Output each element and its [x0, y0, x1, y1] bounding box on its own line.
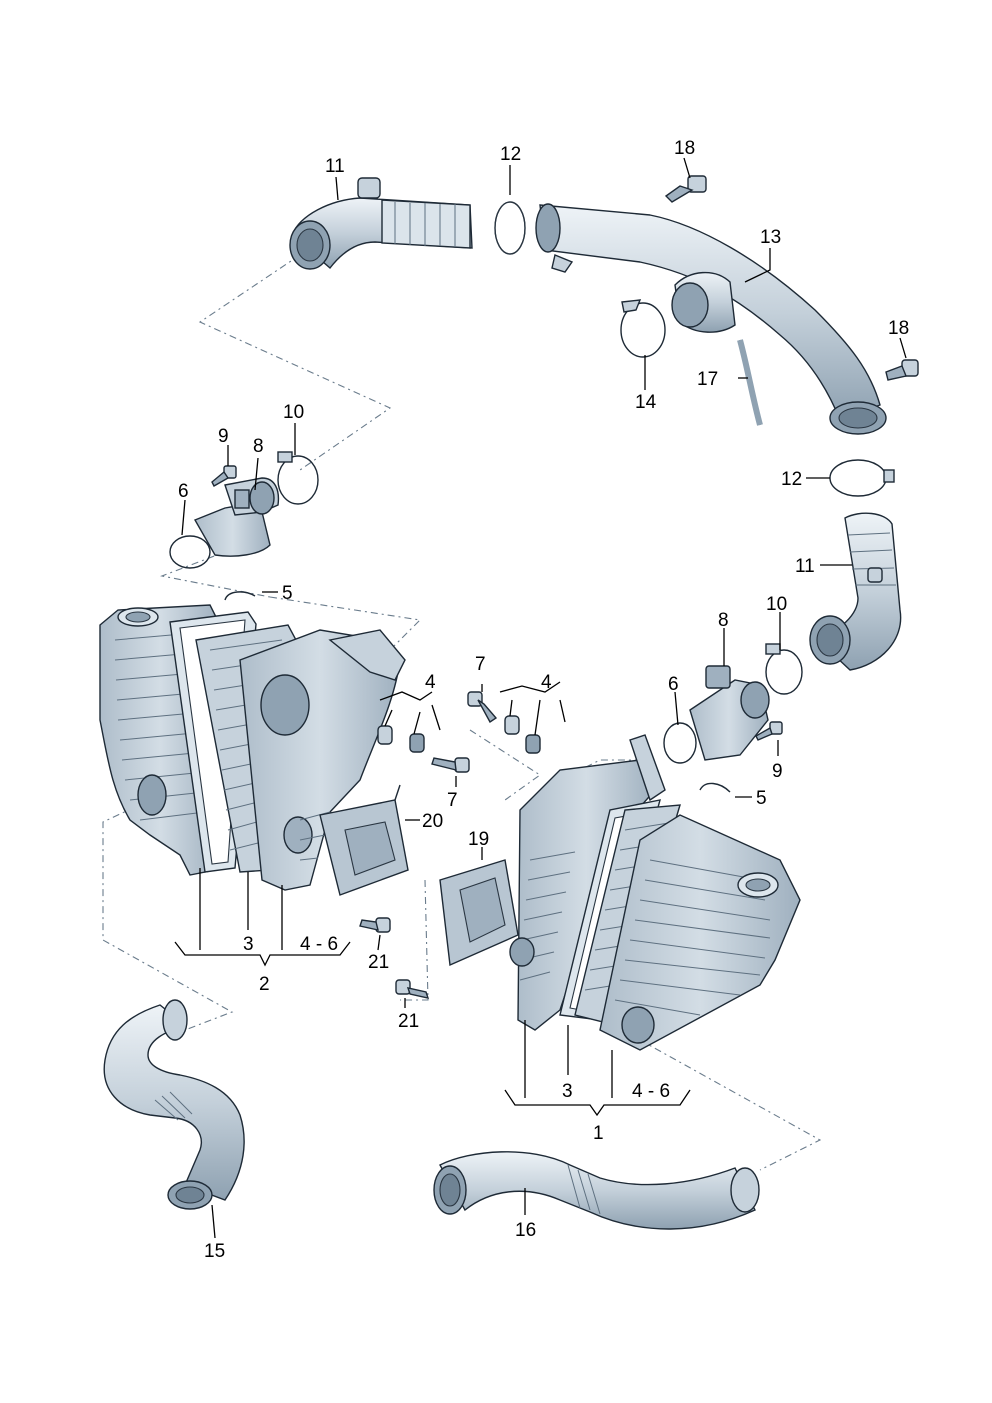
callout-3-left: 3	[243, 934, 254, 955]
callout-5-right: 5	[756, 788, 767, 809]
hose-clamp-10-left	[277, 451, 319, 505]
o-ring-6-left	[169, 535, 211, 569]
o-ring-6-right	[663, 722, 697, 764]
callout-8-right: 8	[718, 610, 729, 631]
bracket-19	[439, 859, 519, 967]
callout-4-6-right: 4 - 6	[632, 1081, 670, 1102]
spring-clip-5-right	[699, 782, 731, 793]
callout-14: 14	[635, 392, 657, 413]
hose-clamp-12-right	[829, 459, 895, 497]
screw-21-left	[359, 917, 391, 933]
callout-6-left: 6	[178, 481, 189, 502]
hose-clamp-14	[620, 299, 666, 358]
callout-17: 17	[697, 369, 718, 390]
air-filter-housing-upper-left	[239, 629, 406, 891]
leader-lines	[174, 157, 907, 1239]
spring-clip-5-left	[224, 591, 256, 601]
callout-10-left: 10	[283, 402, 304, 423]
callout-4-right: 4	[541, 672, 552, 693]
callout-7-left: 7	[447, 790, 458, 811]
callout-1: 1	[593, 1123, 604, 1144]
callout-10-right: 10	[766, 594, 787, 615]
callout-21-left: 21	[368, 952, 389, 973]
callout-12-right: 12	[781, 469, 802, 490]
callout-18-right: 18	[888, 318, 909, 339]
callout-16: 16	[515, 1220, 536, 1241]
callout-9-right: 9	[772, 761, 783, 782]
callout-8-left: 8	[253, 436, 264, 457]
callout-4-left: 4	[425, 672, 436, 693]
intake-hose-15	[103, 999, 245, 1210]
intake-pipe-11-right	[809, 512, 902, 671]
bolt-18-right	[885, 359, 919, 381]
screw-9-right	[755, 721, 783, 741]
intake-hose-16	[433, 1151, 760, 1230]
callout-13: 13	[760, 227, 781, 248]
callout-2: 2	[259, 974, 270, 995]
callout-4-6-left: 4 - 6	[300, 934, 338, 955]
callout-20: 20	[422, 811, 443, 832]
callout-9-left: 9	[218, 426, 229, 447]
bolt-7-left	[431, 757, 470, 773]
mass-air-flow-sensor-8-left	[193, 477, 280, 557]
bushing-set-4-right	[504, 715, 541, 754]
intake-pipe-11-upper	[289, 177, 473, 270]
screw-9-left	[211, 465, 237, 487]
vent-hose-17	[737, 339, 763, 426]
air-filter-housing-lower-right	[599, 814, 801, 1051]
callout-15: 15	[204, 1241, 225, 1262]
callout-18-upper: 18	[674, 138, 695, 159]
callout-labels: 11 12 18 13 18 14 17 12 11 9 10 8 6 5 4 …	[178, 138, 909, 1262]
callout-11-upper: 11	[325, 156, 345, 177]
callout-12-upper: 12	[500, 144, 521, 165]
hose-clamp-12-upper	[494, 201, 526, 255]
screw-21-right	[395, 979, 430, 999]
intake-pipe-13	[535, 203, 887, 435]
callout-6-right: 6	[668, 674, 679, 695]
bushing-set-4-left	[377, 725, 425, 753]
callout-5-left: 5	[282, 583, 293, 604]
callout-7-right: 7	[475, 654, 486, 675]
callout-11-right: 11	[795, 556, 815, 577]
callout-3-right: 3	[562, 1081, 573, 1102]
mass-air-flow-sensor-8-right	[689, 665, 770, 761]
bolt-18-upper	[664, 175, 707, 203]
hose-clamp-10-right	[765, 643, 803, 695]
callout-21-right: 21	[398, 1011, 419, 1032]
bolt-7-right	[467, 691, 498, 724]
bracket-20	[319, 784, 409, 896]
callout-19: 19	[468, 829, 489, 850]
